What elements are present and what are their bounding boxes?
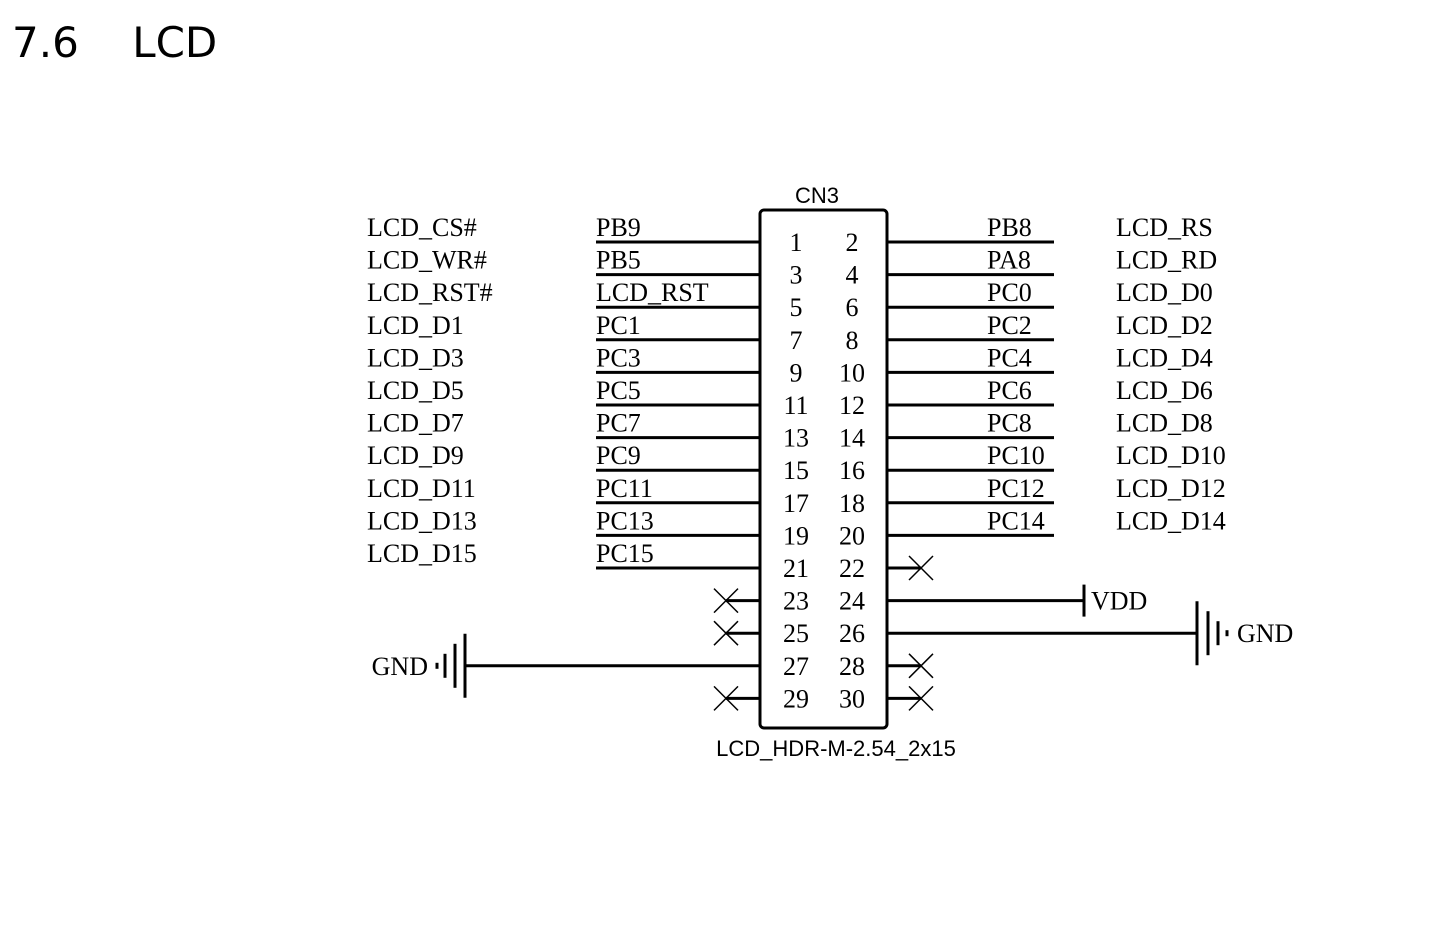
connector-footprint: LCD_HDR-M-2.54_2x15 xyxy=(716,736,956,761)
no-connect-stroke xyxy=(713,588,739,614)
pin-number-21: 21 xyxy=(783,554,809,583)
net-label-pin-5: LCD_RST# xyxy=(367,278,493,307)
no-connect-stroke xyxy=(908,555,934,581)
pin-number-16: 16 xyxy=(839,456,865,485)
section-heading: 7.6 LCD xyxy=(12,18,217,67)
port-label-pin-10: PC4 xyxy=(987,343,1032,372)
pin-number-11: 11 xyxy=(783,391,808,420)
pin-number-29: 29 xyxy=(783,684,809,713)
port-label-pin-7: PC1 xyxy=(596,311,641,340)
pin-number-6: 6 xyxy=(846,293,859,322)
net-label-pin-3: LCD_WR# xyxy=(367,246,487,275)
net-label-pin-2: LCD_RS xyxy=(1116,213,1213,242)
net-label-pin-13: LCD_D7 xyxy=(367,409,464,438)
pin-number-20: 20 xyxy=(839,521,865,550)
port-label-pin-12: PC6 xyxy=(987,376,1032,405)
pin-number-4: 4 xyxy=(846,261,859,290)
net-label-pin-8: LCD_D2 xyxy=(1116,311,1213,340)
pin-number-22: 22 xyxy=(839,554,865,583)
no-connect-mark-pin-23 xyxy=(713,588,739,614)
no-connect-mark-pin-25 xyxy=(713,620,739,646)
pin-number-7: 7 xyxy=(790,326,803,355)
connector-designator: CN3 xyxy=(795,183,839,208)
port-label-pin-14: PC8 xyxy=(987,409,1032,438)
pin-number-18: 18 xyxy=(839,489,865,518)
net-label-pin-19: LCD_D13 xyxy=(367,506,477,535)
no-connect-mark-pin-28 xyxy=(908,653,934,679)
pin-number-5: 5 xyxy=(790,293,803,322)
no-connect-stroke xyxy=(713,620,739,646)
pin-number-27: 27 xyxy=(783,652,809,681)
pin-number-13: 13 xyxy=(783,424,809,453)
pin-number-19: 19 xyxy=(783,521,809,550)
pin-number-9: 9 xyxy=(790,358,803,387)
net-label-pin-6: LCD_D0 xyxy=(1116,278,1213,307)
port-label-pin-6: PC0 xyxy=(987,278,1032,307)
no-connect-mark-pin-30 xyxy=(908,685,934,711)
pin-number-17: 17 xyxy=(783,489,809,518)
section-number: 7.6 xyxy=(12,18,79,67)
gnd-symbol-left xyxy=(435,633,467,698)
port-label-pin-1: PB9 xyxy=(596,213,641,242)
port-label-pin-18: PC12 xyxy=(987,474,1045,503)
port-label-pin-3: PB5 xyxy=(596,246,641,275)
pin-number-8: 8 xyxy=(846,326,859,355)
pin-number-14: 14 xyxy=(839,424,865,453)
pin-number-30: 30 xyxy=(839,684,865,713)
pin-number-24: 24 xyxy=(839,587,865,616)
power-layer: VDD GND GND xyxy=(372,584,1293,698)
port-label-pin-13: PC7 xyxy=(596,409,641,438)
net-label-pin-20: LCD_D14 xyxy=(1116,506,1226,535)
net-label-pin-15: LCD_D9 xyxy=(367,441,464,470)
port-label-pin-9: PC3 xyxy=(596,343,641,372)
net-label-pin-10: LCD_D4 xyxy=(1116,343,1213,372)
net-layer: PB9LCD_CS#PB5LCD_WR#LCD_RSTLCD_RST#PC1LC… xyxy=(367,213,1226,711)
pin-number-23: 23 xyxy=(783,587,809,616)
net-label-pin-7: LCD_D1 xyxy=(367,311,464,340)
net-label-pin-1: LCD_CS# xyxy=(367,213,477,242)
port-label-pin-19: PC13 xyxy=(596,506,654,535)
section-title: LCD xyxy=(132,18,218,67)
port-label-pin-16: PC10 xyxy=(987,441,1045,470)
port-label-pin-17: PC11 xyxy=(596,474,653,503)
pin-number-28: 28 xyxy=(839,652,865,681)
vdd-label: VDD xyxy=(1091,587,1147,616)
port-label-pin-21: PC15 xyxy=(596,539,654,568)
no-connect-stroke xyxy=(908,685,934,711)
pin-number-3: 3 xyxy=(790,261,803,290)
port-label-pin-15: PC9 xyxy=(596,441,641,470)
port-label-pin-8: PC2 xyxy=(987,311,1032,340)
net-label-pin-17: LCD_D11 xyxy=(367,474,476,503)
connector-body xyxy=(758,208,889,730)
port-label-pin-2: PB8 xyxy=(987,213,1032,242)
no-connect-stroke xyxy=(713,685,739,711)
pin-number-25: 25 xyxy=(783,619,809,648)
gnd-label-left: GND xyxy=(372,652,428,681)
pin-number-2: 2 xyxy=(846,228,859,257)
pin-number-1: 1 xyxy=(790,228,803,257)
port-label-pin-11: PC5 xyxy=(596,376,641,405)
pin-number-15: 15 xyxy=(783,456,809,485)
no-connect-stroke xyxy=(908,653,934,679)
net-label-pin-21: LCD_D15 xyxy=(367,539,477,568)
pin-number-10: 10 xyxy=(839,358,865,387)
net-label-pin-4: LCD_RD xyxy=(1116,246,1217,275)
no-connect-mark-pin-29 xyxy=(713,685,739,711)
net-label-pin-9: LCD_D3 xyxy=(367,343,464,372)
pin-number-26: 26 xyxy=(839,619,865,648)
port-label-pin-5: LCD_RST xyxy=(596,278,709,307)
pin-number-12: 12 xyxy=(839,391,865,420)
net-label-pin-16: LCD_D10 xyxy=(1116,441,1226,470)
net-label-pin-14: LCD_D8 xyxy=(1116,409,1213,438)
net-label-pin-18: LCD_D12 xyxy=(1116,474,1226,503)
net-label-pin-12: LCD_D6 xyxy=(1116,376,1213,405)
gnd-label-right: GND xyxy=(1237,619,1293,648)
net-label-pin-11: LCD_D5 xyxy=(367,376,464,405)
port-label-pin-4: PA8 xyxy=(987,246,1031,275)
port-label-pin-20: PC14 xyxy=(987,506,1045,535)
no-connect-mark-pin-22 xyxy=(908,555,934,581)
gnd-symbol-right xyxy=(1195,601,1229,666)
